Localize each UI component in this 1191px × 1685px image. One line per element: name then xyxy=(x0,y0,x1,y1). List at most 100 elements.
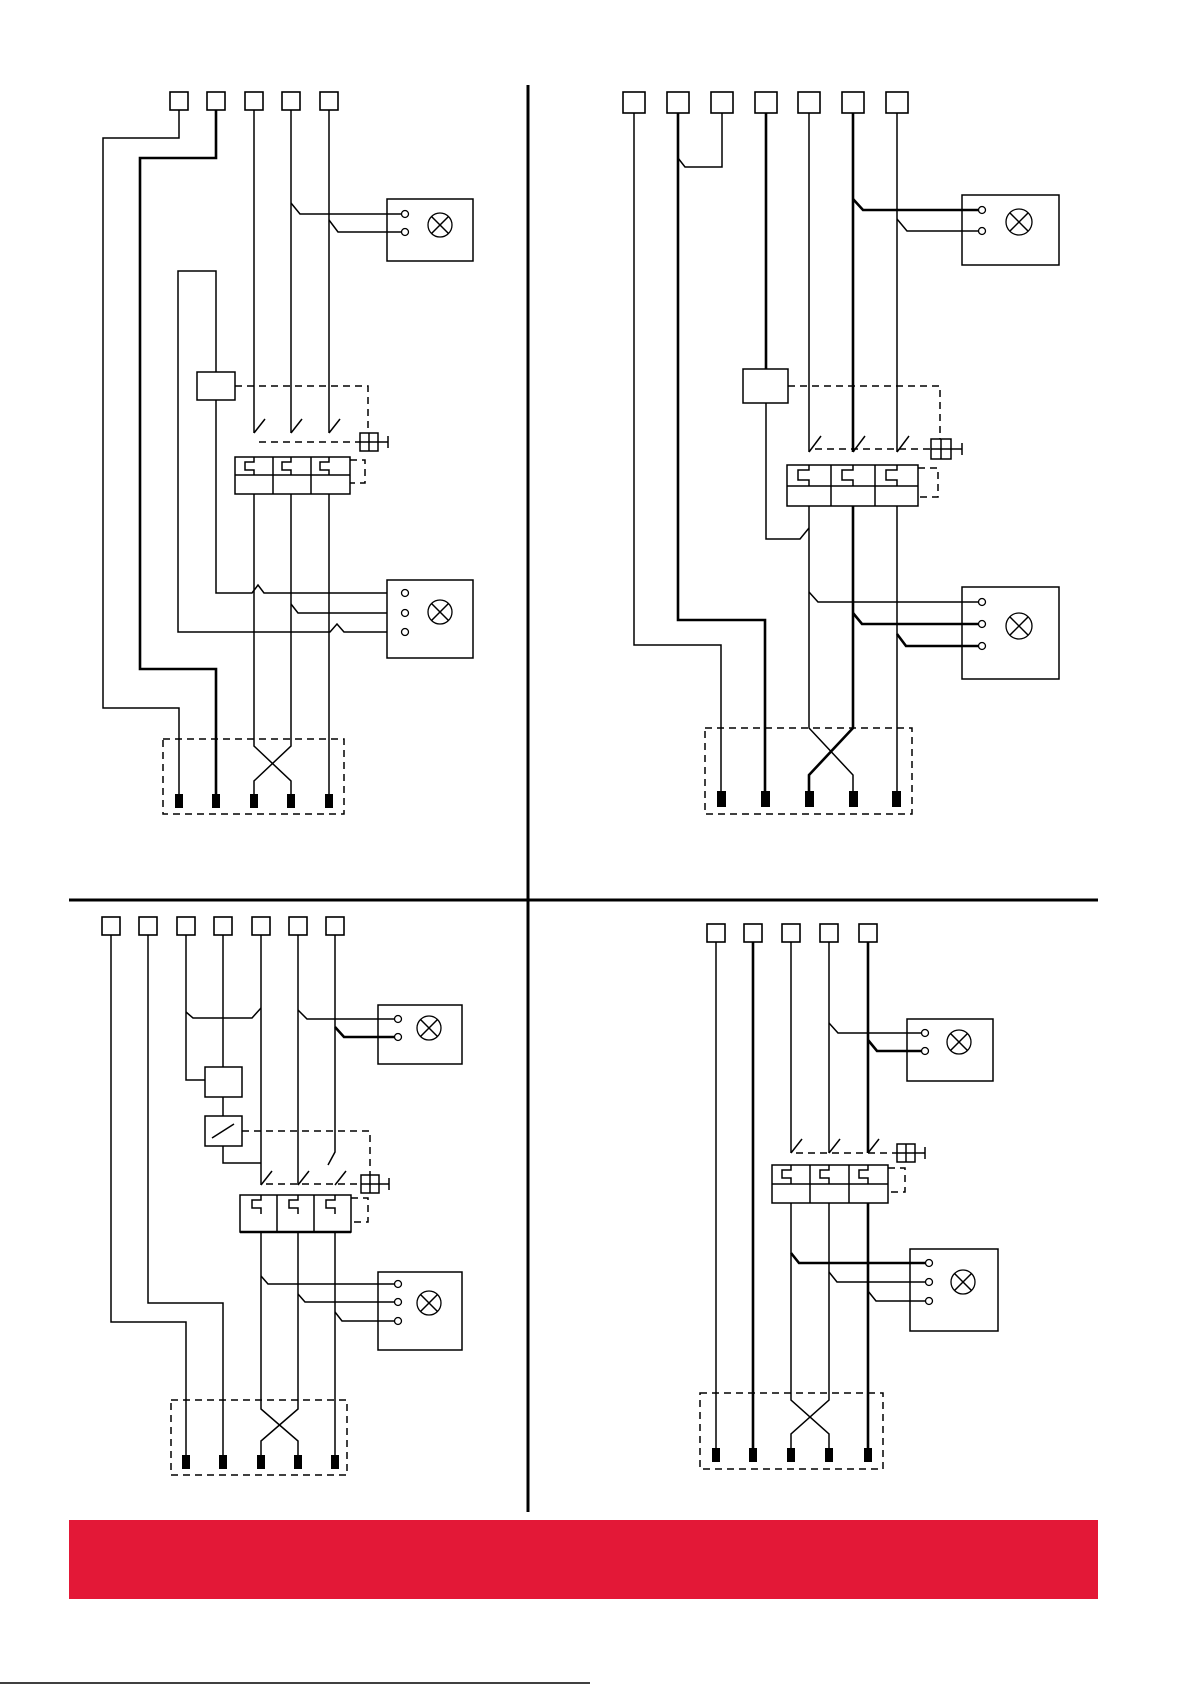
lamp-contact xyxy=(395,1299,402,1306)
switch-contact xyxy=(254,419,265,433)
contactor-coil xyxy=(205,1067,242,1097)
connector-pin-icon xyxy=(849,791,858,807)
connector-pin-icon xyxy=(219,1455,227,1469)
terminal xyxy=(707,924,725,942)
terminal xyxy=(886,92,908,113)
wire xyxy=(791,1203,829,1448)
panel-bottom-left xyxy=(102,917,462,1475)
lamp-contact xyxy=(395,1281,402,1288)
switch-contact xyxy=(329,419,340,433)
terminal xyxy=(282,92,300,110)
connector-pin-icon xyxy=(175,794,183,808)
connector-pin-icon xyxy=(294,1455,302,1469)
wire xyxy=(791,1203,829,1448)
mechanical-link xyxy=(788,386,940,453)
wire xyxy=(186,935,205,1080)
connector-pin-icon xyxy=(749,1448,757,1462)
terminal xyxy=(177,917,195,935)
wire xyxy=(809,506,853,791)
connector-pin-icon xyxy=(257,1455,265,1469)
lamp-contact xyxy=(922,1030,929,1037)
terminal xyxy=(139,917,157,935)
terminal xyxy=(326,917,344,935)
connector-pin-icon xyxy=(864,1448,872,1462)
terminal xyxy=(245,92,263,110)
lamp-contact xyxy=(979,599,986,606)
terminal xyxy=(320,92,338,110)
terminal xyxy=(859,924,877,942)
terminal xyxy=(798,92,820,113)
lamp-contact xyxy=(979,207,986,214)
lamp-contact xyxy=(979,621,986,628)
connector-pin-icon xyxy=(787,1448,795,1462)
contactor-coil xyxy=(743,369,788,403)
wire xyxy=(809,506,853,791)
wire xyxy=(809,592,982,602)
wire xyxy=(261,1232,298,1455)
terminal-row xyxy=(623,92,908,113)
connector-pin-icon xyxy=(331,1455,339,1469)
wire xyxy=(216,400,405,593)
switch-contact xyxy=(335,1171,346,1185)
lamp-contact xyxy=(979,228,986,235)
connector-pin-icon xyxy=(805,791,814,807)
panel-top-right xyxy=(623,92,1059,814)
terminal-row xyxy=(707,924,877,942)
lamp-contact xyxy=(402,229,409,236)
connector-pin-icon xyxy=(761,791,770,807)
terminal xyxy=(289,917,307,935)
lamp-contact xyxy=(395,1016,402,1023)
lamp-contact xyxy=(926,1260,933,1267)
switch-contact xyxy=(261,1171,272,1185)
terminal xyxy=(842,92,864,113)
mechanical-link xyxy=(351,1198,368,1222)
panel-bottom-right xyxy=(700,924,998,1469)
footer-banner xyxy=(69,1520,1098,1599)
lamp-contact xyxy=(979,643,986,650)
terminal xyxy=(623,92,645,113)
connector-pin-icon xyxy=(325,794,333,808)
connector-pin-icon xyxy=(287,794,295,808)
switch-contact xyxy=(298,1171,309,1185)
lamp-contact xyxy=(395,1034,402,1041)
mechanical-link xyxy=(888,1168,905,1192)
terminal xyxy=(820,924,838,942)
terminal xyxy=(755,92,777,113)
terminal xyxy=(214,917,232,935)
connector-pin-icon xyxy=(825,1448,833,1462)
terminal xyxy=(711,92,733,113)
terminal xyxy=(207,92,225,110)
panel-top-left xyxy=(103,92,473,814)
wire xyxy=(678,113,722,167)
lamp-contact xyxy=(926,1279,933,1286)
connector-pin-icon xyxy=(250,794,258,808)
wire xyxy=(223,1146,261,1163)
terminal xyxy=(102,917,120,935)
lamp-contact xyxy=(402,629,409,636)
lamp-contact xyxy=(402,211,409,218)
wire xyxy=(791,1253,929,1263)
mechanical-link xyxy=(918,468,938,497)
switch-contact xyxy=(291,419,302,433)
terminal xyxy=(667,92,689,113)
wire xyxy=(254,494,291,794)
switch-contact xyxy=(791,1139,802,1153)
connector-pin-icon xyxy=(892,791,901,807)
terminal-row xyxy=(102,917,344,935)
switch-contact xyxy=(829,1139,840,1153)
contactor-coil xyxy=(197,372,235,400)
terminal xyxy=(782,924,800,942)
lamp-contact xyxy=(402,610,409,617)
terminal xyxy=(744,924,762,942)
connector-pin-icon xyxy=(212,794,220,808)
mechanical-link xyxy=(350,460,365,483)
connector-pin-icon xyxy=(712,1448,720,1462)
terminal xyxy=(170,92,188,110)
switch-contact xyxy=(868,1139,879,1153)
connector-pin-icon xyxy=(182,1455,190,1469)
connector-pin-icon xyxy=(717,791,726,807)
wire xyxy=(261,1232,298,1455)
lamp-contact xyxy=(402,590,409,597)
lamp-contact xyxy=(926,1298,933,1305)
